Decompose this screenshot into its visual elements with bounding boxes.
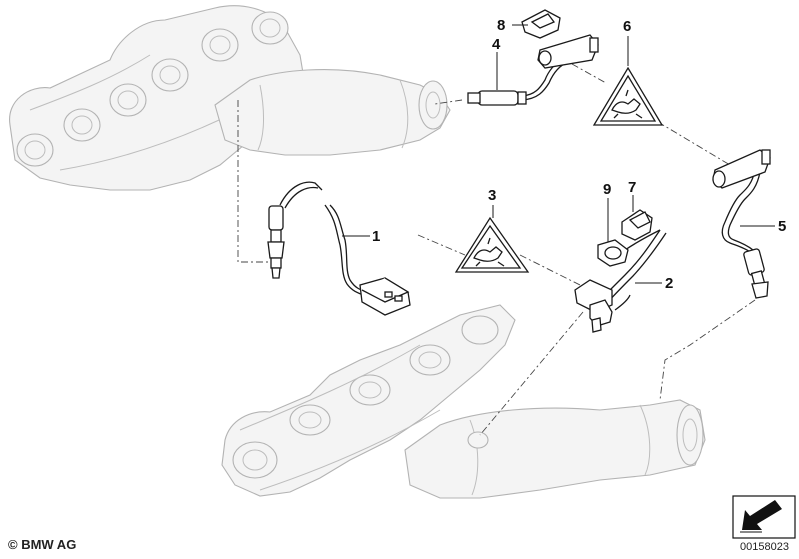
callout-8: 8 [497,17,505,34]
oxygen-sensor-part-1 [267,181,411,316]
lower-exhaust-manifold [221,304,516,497]
callout-4: 4 [492,36,501,53]
upper-catalytic-converter [214,69,451,156]
callout-1: 1 [372,228,380,245]
direction-arrow-icon [732,495,796,539]
callouts: 1 2 3 4 5 6 7 8 9 [372,17,786,292]
oxygen-sensor-part-4 [467,34,599,106]
electrical-connector-warning-icon [592,66,664,126]
lower-catalytic-converter [404,399,706,499]
reference-lines [237,63,756,436]
callout-2: 2 [665,275,673,292]
electrical-connector-warning-icon [454,216,530,273]
oxygen-sensor-part-5 [712,149,771,299]
clip-part-7 [621,209,653,241]
callout-5: 5 [778,218,786,235]
oxygen-sensor-part-2 [574,229,667,333]
callout-6: 6 [623,18,631,35]
leader-lines [342,24,775,284]
callout-7: 7 [628,179,636,196]
callout-9: 9 [603,181,611,198]
clip-part-8 [521,9,561,39]
upper-exhaust-manifold [9,5,306,191]
catalog-number: 00158023 [740,541,789,553]
copyright-text: © BMW AG [8,537,77,552]
callout-3: 3 [488,187,496,204]
holder-part-9 [597,239,629,267]
